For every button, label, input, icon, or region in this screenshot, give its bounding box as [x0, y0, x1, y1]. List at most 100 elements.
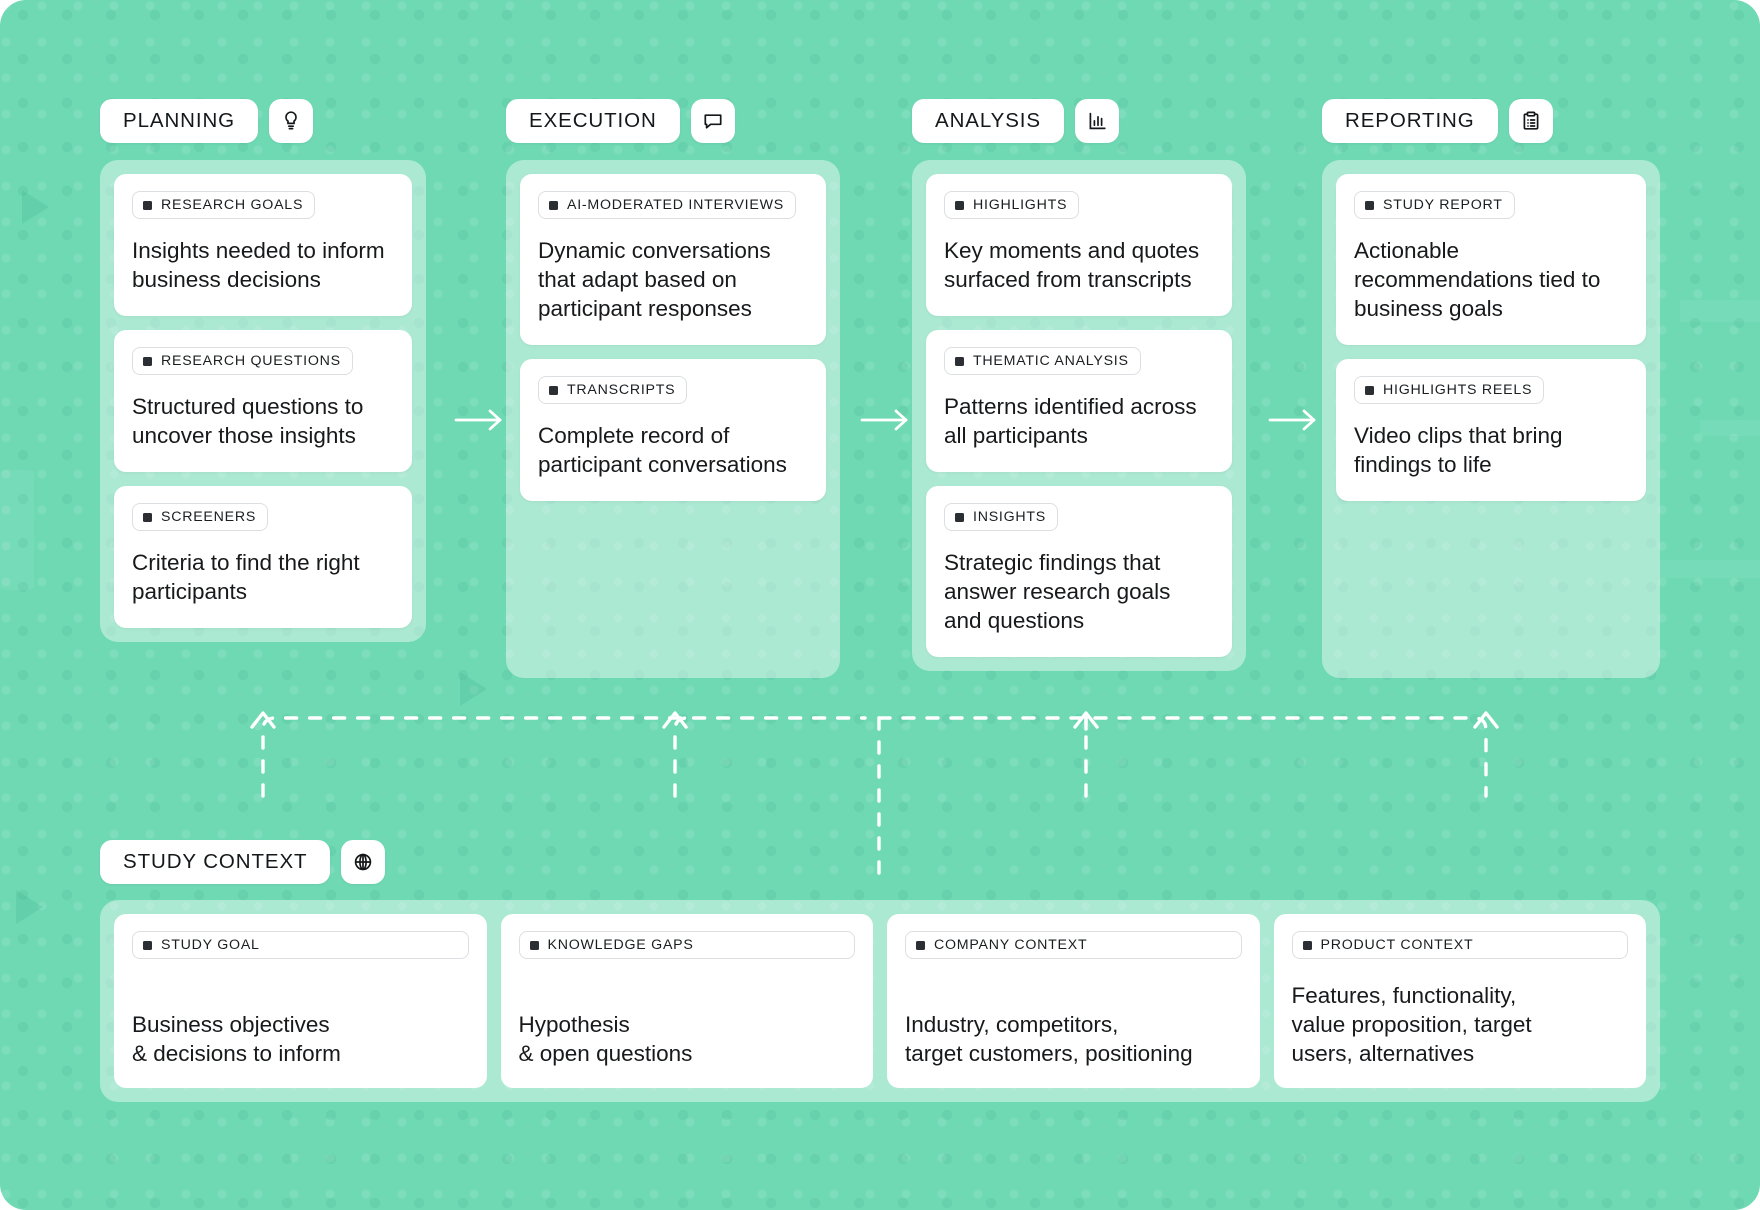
stage-column-analysis: HIGHLIGHTS Key moments and quotes surfac… — [912, 160, 1246, 671]
stage-column-execution: AI-MODERATED INTERVIEWS Dynamic conversa… — [506, 160, 840, 678]
tag-square-icon — [955, 512, 964, 522]
background-block — [1680, 300, 1760, 322]
stage-title-reporting: REPORTING — [1322, 99, 1498, 143]
tag-square-icon — [1365, 385, 1374, 395]
card-tag-label: HIGHLIGHTS REELS — [1383, 382, 1533, 398]
card-tag: COMPANY CONTEXT — [905, 931, 1242, 959]
connector-arrowhead — [662, 711, 688, 729]
tag-square-icon — [916, 940, 925, 950]
lightbulb-icon[interactable] — [269, 99, 314, 143]
context-card[interactable]: PRODUCT CONTEXT Features, functionality,… — [1273, 914, 1646, 1088]
background-block — [1660, 560, 1760, 578]
card-tag-label: AI-MODERATED INTERVIEWS — [567, 197, 784, 213]
tag-square-icon — [549, 200, 558, 210]
connector-arrowhead — [1073, 711, 1099, 729]
arrow-analysis-to-reporting — [1266, 405, 1320, 440]
card-body: Features, functionality, value propositi… — [1291, 983, 1532, 1066]
stage-card[interactable]: INSIGHTS Strategic findings that answer … — [926, 486, 1232, 657]
card-tag-label: INSIGHTS — [973, 509, 1047, 525]
background-triangle — [460, 672, 487, 706]
stage-header-execution: EXECUTION — [506, 99, 735, 143]
speech-bubble-icon[interactable] — [690, 99, 735, 143]
card-tag: STUDY REPORT — [1354, 191, 1515, 219]
card-tag-label: COMPANY CONTEXT — [934, 937, 1088, 953]
card-body: Criteria to find the right participants — [132, 550, 360, 604]
stage-column-reporting: STUDY REPORT Actionable recommendations … — [1322, 160, 1660, 678]
card-tag: PRODUCT CONTEXT — [1291, 931, 1628, 959]
stage-card[interactable]: THEMATIC ANALYSIS Patterns identified ac… — [926, 330, 1232, 472]
stage-card[interactable]: STUDY REPORT Actionable recommendations … — [1336, 174, 1646, 345]
card-tag: RESEARCH QUESTIONS — [132, 347, 353, 375]
card-tag-label: STUDY REPORT — [1383, 197, 1503, 213]
card-tag: HIGHLIGHTS REELS — [1354, 376, 1545, 404]
card-tag: STUDY GOAL — [132, 931, 469, 959]
card-tag-label: HIGHLIGHTS — [973, 197, 1068, 213]
tag-square-icon — [549, 385, 558, 395]
arrow-execution-to-analysis — [858, 405, 912, 440]
stage-title-analysis: ANALYSIS — [912, 99, 1064, 143]
stage-card[interactable]: RESEARCH GOALS Insights needed to inform… — [114, 174, 412, 316]
tag-square-icon — [1365, 200, 1374, 210]
stage-header-reporting: REPORTING — [1322, 99, 1553, 143]
stage-column-planning: RESEARCH GOALS Insights needed to inform… — [100, 160, 426, 642]
stage-card[interactable]: HIGHLIGHTS REELS Video clips that bring … — [1336, 359, 1646, 501]
context-card[interactable]: STUDY GOAL Business objectives & decisio… — [114, 914, 487, 1088]
card-tag: TRANSCRIPTS — [538, 376, 688, 404]
stage-card[interactable]: RESEARCH QUESTIONS Structured questions … — [114, 330, 412, 472]
card-tag: HIGHLIGHTS — [944, 191, 1080, 219]
clipboard-list-icon[interactable] — [1508, 99, 1553, 143]
card-tag: KNOWLEDGE GAPS — [518, 931, 855, 959]
context-card[interactable]: COMPANY CONTEXT Industry, competitors, t… — [887, 914, 1260, 1088]
card-body: Business objectives & decisions to infor… — [132, 1012, 341, 1066]
card-body: Patterns identified across all participa… — [944, 394, 1197, 448]
card-tag-label: TRANSCRIPTS — [567, 382, 676, 398]
card-body: Complete record of participant conversat… — [538, 423, 787, 477]
card-tag: THEMATIC ANALYSIS — [944, 347, 1141, 375]
background-triangle — [16, 890, 43, 924]
connector-arrowhead — [250, 711, 276, 729]
study-context-title: STUDY CONTEXT — [100, 840, 331, 884]
tag-square-icon — [143, 512, 152, 522]
background-block — [1700, 420, 1760, 436]
connector-arrowhead — [1473, 711, 1499, 729]
tag-square-icon — [529, 940, 539, 950]
card-tag-label: SCREENERS — [161, 509, 257, 525]
tag-square-icon — [955, 356, 964, 366]
context-card[interactable]: KNOWLEDGE GAPS Hypothesis & open questio… — [500, 914, 873, 1088]
tag-square-icon — [955, 200, 964, 210]
study-context-panel: STUDY GOAL Business objectives & decisio… — [100, 900, 1660, 1102]
stage-card[interactable]: SCREENERS Criteria to find the right par… — [114, 486, 412, 628]
card-tag: SCREENERS — [132, 503, 269, 531]
card-body: Strategic findings that answer research … — [944, 550, 1171, 633]
stage-card[interactable]: HIGHLIGHTS Key moments and quotes surfac… — [926, 174, 1232, 316]
card-body: Hypothesis & open questions — [518, 1012, 693, 1066]
stage-header-planning: PLANNING — [100, 99, 314, 143]
background-triangle — [22, 190, 49, 224]
card-body: Structured questions to uncover those in… — [132, 394, 364, 448]
card-body: Key moments and quotes surfaced from tra… — [944, 238, 1200, 292]
tag-square-icon — [143, 200, 152, 210]
tag-square-icon — [143, 940, 152, 950]
card-tag: RESEARCH GOALS — [132, 191, 316, 219]
stage-title-planning: PLANNING — [100, 99, 259, 143]
card-tag: INSIGHTS — [944, 503, 1059, 531]
card-tag-label: STUDY GOAL — [161, 937, 260, 953]
stage-card[interactable]: AI-MODERATED INTERVIEWS Dynamic conversa… — [520, 174, 826, 345]
globe-icon[interactable] — [341, 840, 386, 884]
card-body: Industry, competitors, target customers,… — [905, 1012, 1193, 1066]
tag-square-icon — [143, 356, 152, 366]
stage-card[interactable]: TRANSCRIPTS Complete record of participa… — [520, 359, 826, 501]
card-body: Insights needed to inform business decis… — [132, 238, 385, 292]
tag-square-icon — [1302, 940, 1312, 950]
study-context-header: STUDY CONTEXT — [100, 840, 386, 884]
stage-header-analysis: ANALYSIS — [912, 99, 1119, 143]
card-tag-label: KNOWLEDGE GAPS — [547, 937, 694, 953]
card-tag-label: RESEARCH GOALS — [161, 197, 304, 213]
card-tag-label: PRODUCT CONTEXT — [1320, 937, 1474, 953]
card-body: Dynamic conversations that adapt based o… — [538, 238, 771, 321]
background-block — [0, 470, 34, 590]
card-tag-label: RESEARCH QUESTIONS — [161, 353, 341, 369]
bar-chart-icon[interactable] — [1074, 99, 1119, 143]
card-body: Video clips that bring findings to life — [1354, 423, 1563, 477]
